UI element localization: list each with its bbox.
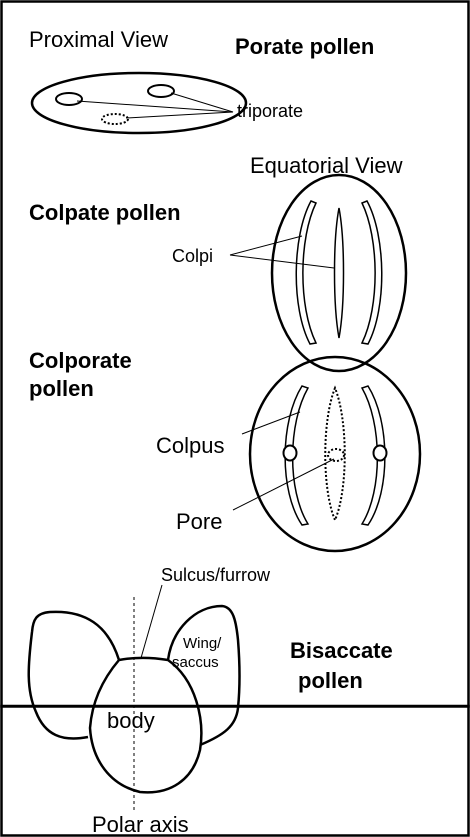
colpi-pointer-1 <box>230 236 302 255</box>
colpi-pointer-2 <box>230 255 334 268</box>
bisaccate-title-line1: Bisaccate <box>290 638 393 663</box>
sulcus-furrow-label: Sulcus/furrow <box>161 565 271 585</box>
pore-pointer <box>233 459 334 510</box>
colpus-center <box>335 208 344 338</box>
colporate-title-line1: Colporate <box>29 348 132 373</box>
right-wing-saccus <box>168 606 240 745</box>
pore-right <box>148 85 174 97</box>
body-label: body <box>107 708 155 733</box>
bisaccate-section: Sulcus/furrow Wing/ saccus body Bisaccat… <box>29 565 393 837</box>
lower-panel-frame <box>2 706 469 836</box>
triporate-pointer-2 <box>171 93 233 112</box>
colpus-label: Colpus <box>156 433 224 458</box>
sulcus-pointer <box>141 585 162 658</box>
porate-section: Proximal View Porate pollen triporate <box>29 27 374 133</box>
pore-left <box>56 93 82 105</box>
pore-label: Pore <box>176 509 222 534</box>
colpate-section: Equatorial View Colpate pollen Colpi <box>29 153 406 371</box>
triporate-label: triporate <box>237 101 303 121</box>
colpi-label: Colpi <box>172 246 213 266</box>
colporate-section: Colporate pollen Colpus Pore <box>29 348 420 551</box>
colpus-hidden-back <box>325 388 345 520</box>
wing-saccus-label-line1: Wing/ <box>183 635 222 652</box>
colpate-title: Colpate pollen <box>29 200 181 225</box>
bisaccate-title-line2: pollen <box>298 668 363 693</box>
triporate-pointer-1 <box>77 101 233 112</box>
porate-title: Porate pollen <box>235 34 374 59</box>
pore-hidden <box>102 114 128 124</box>
proximal-view-label: Proximal View <box>29 27 168 52</box>
colpus-left <box>296 201 316 344</box>
equatorial-view-label: Equatorial View <box>250 153 403 178</box>
pore-hidden-back <box>328 449 344 461</box>
wing-saccus-label-line2: saccus <box>172 654 219 671</box>
polar-axis-label: Polar axis <box>92 812 189 837</box>
porate-grain-outline <box>32 73 246 133</box>
colpus-right <box>362 201 382 344</box>
colporate-title-line2: pollen <box>29 376 94 401</box>
left-wing-saccus <box>29 612 119 739</box>
triporate-pointer-3 <box>126 112 233 118</box>
pore-left-equatorial <box>284 446 297 461</box>
pore-right-equatorial <box>374 446 387 461</box>
